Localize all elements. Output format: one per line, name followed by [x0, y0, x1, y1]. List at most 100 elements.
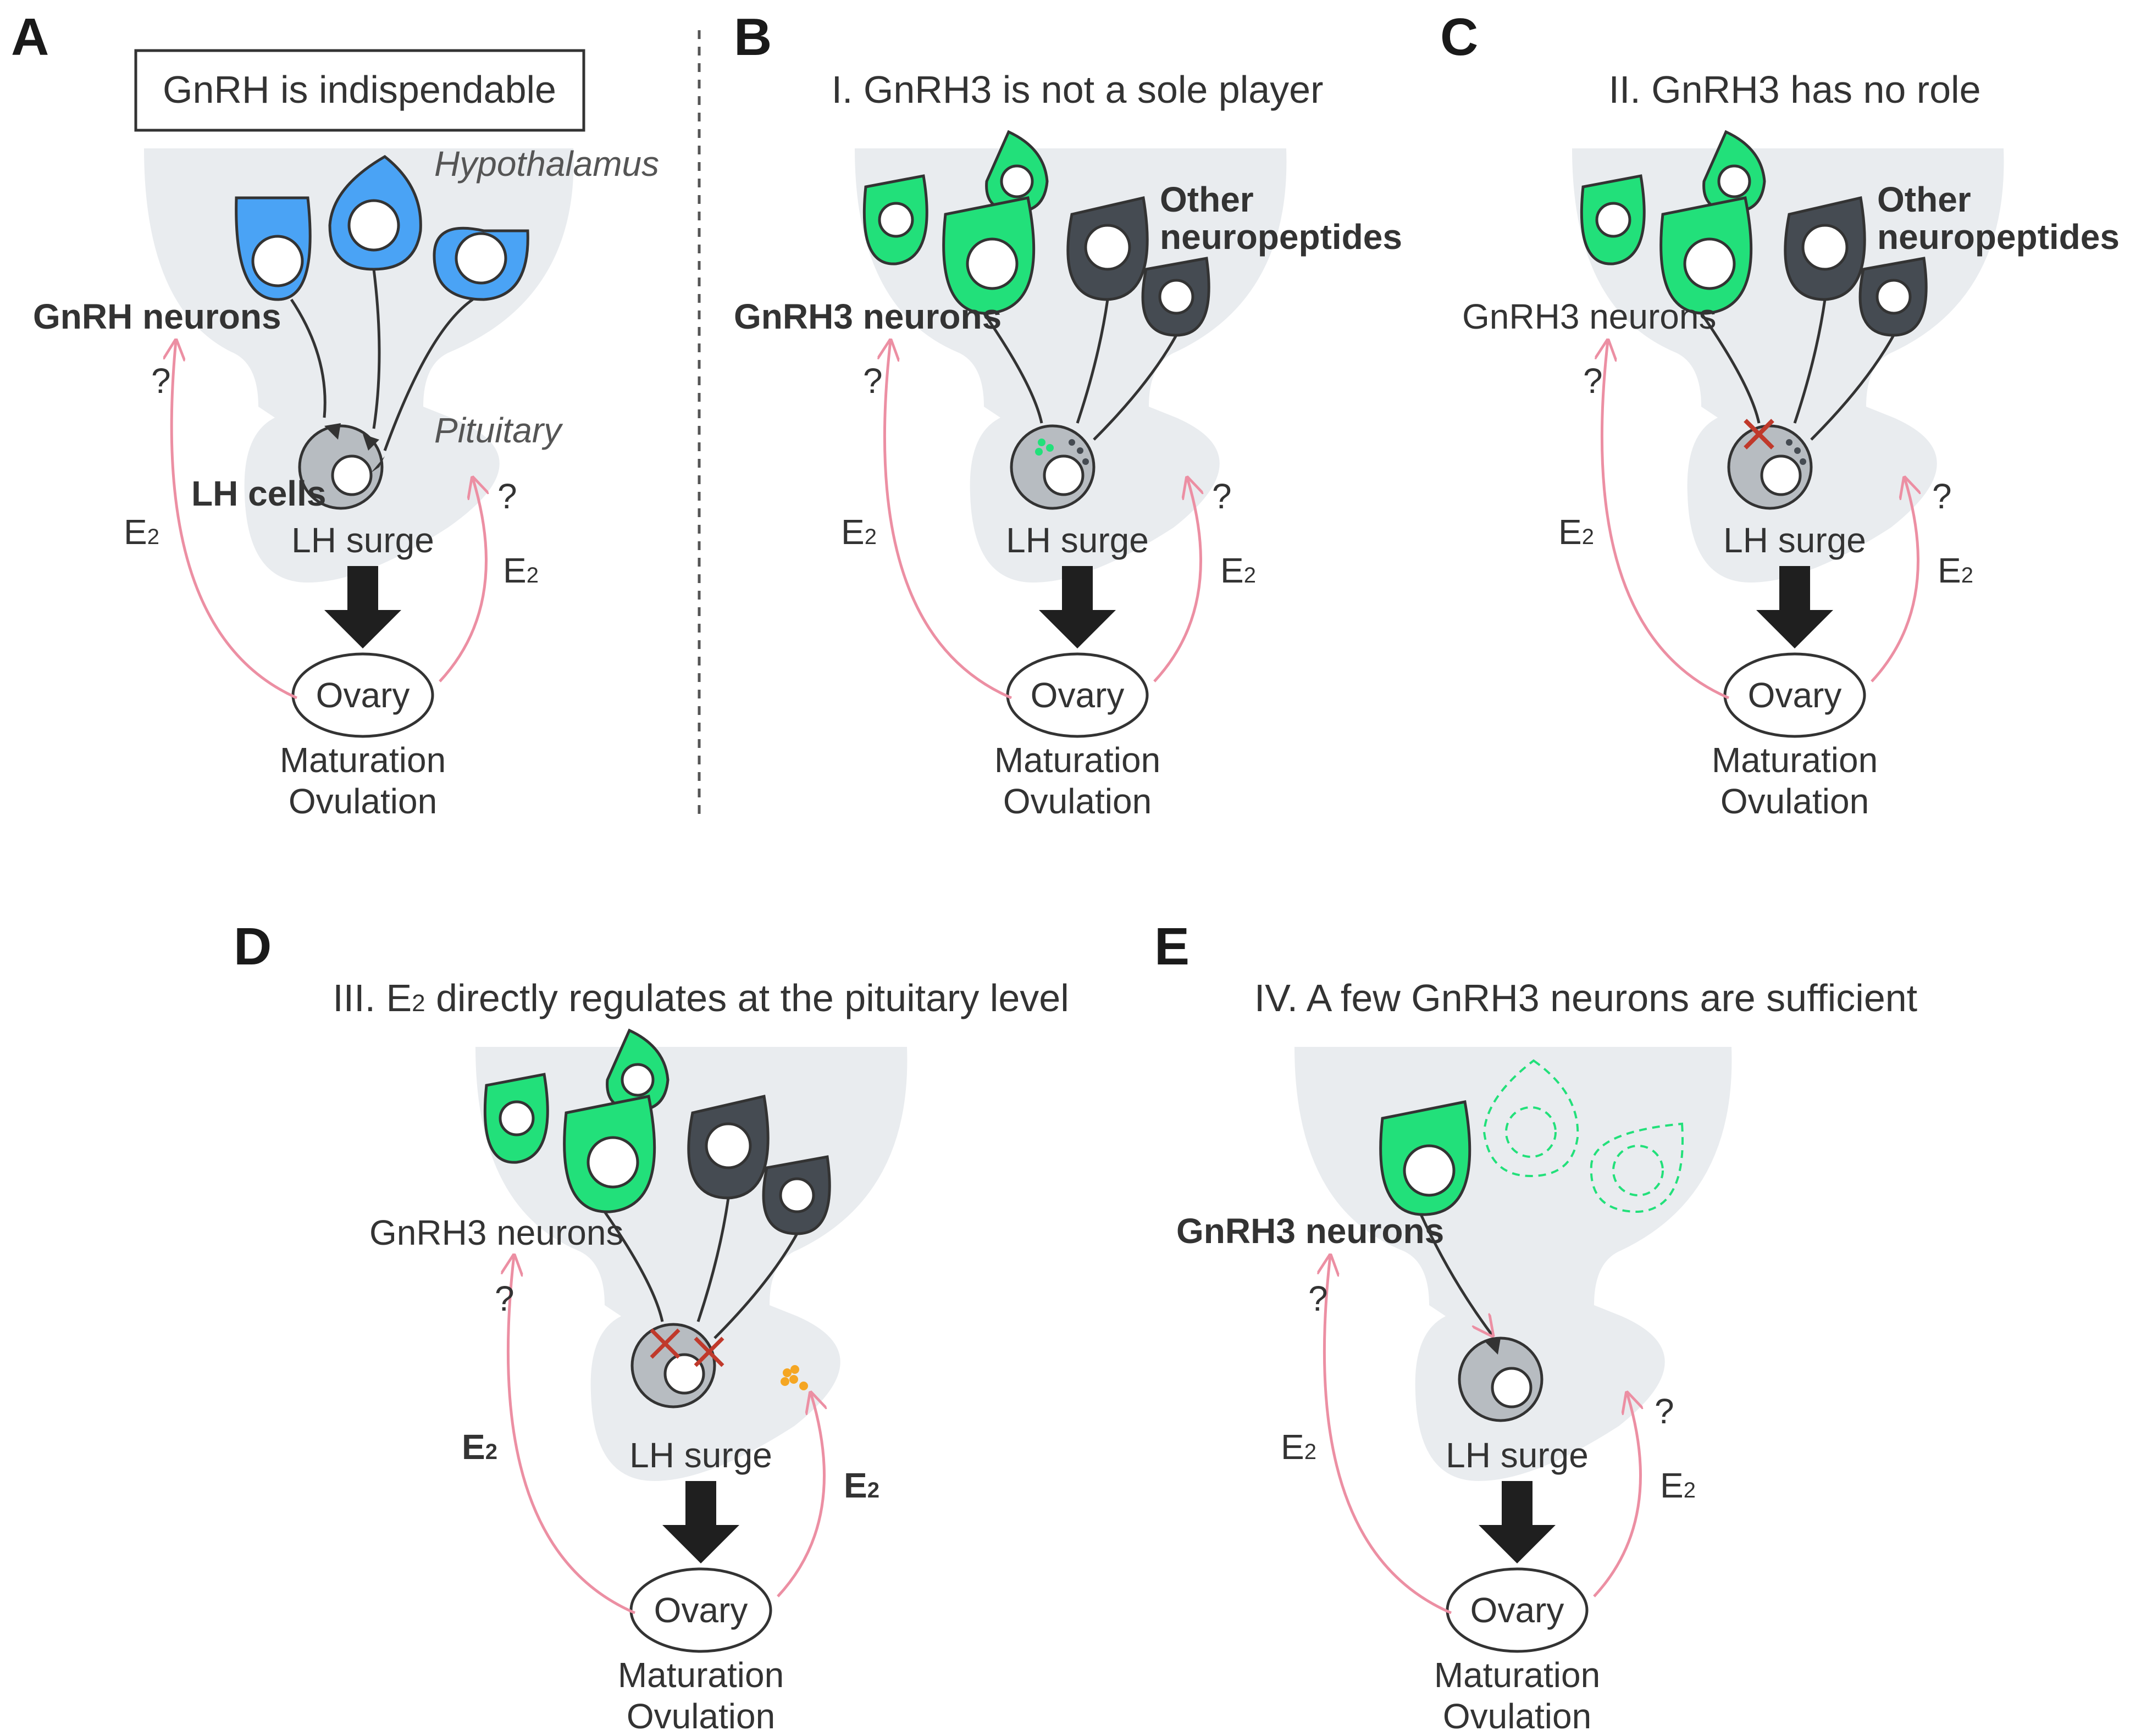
lh-cell [1458, 1336, 1543, 1422]
gnrh3-neuron [862, 174, 928, 265]
other-neuron [1141, 257, 1210, 337]
e2-label-left: E2 [1558, 512, 1594, 552]
gnrh-neuron [433, 226, 529, 301]
neurons-label: GnRH neurons [33, 297, 281, 336]
gnrh3-neuron [1580, 174, 1646, 265]
other-neuron [687, 1094, 770, 1200]
block-x-icon [650, 1328, 681, 1359]
question-mark-right: ? [1932, 476, 1952, 516]
panel-letter: A [11, 8, 49, 66]
panel-e: E IV. A few GnRH3 neurons are sufficient… [1154, 917, 1917, 1736]
feedback-arrow-right [1153, 478, 1201, 683]
e2-label-right: E2 [1938, 551, 1973, 590]
gnrh3-neuron [1379, 1100, 1471, 1216]
panel-title: II. GnRH3 has no role [1609, 68, 1981, 111]
down-arrow-icon [1039, 566, 1116, 648]
ovulation-label: Ovulation [1443, 1696, 1591, 1736]
neurons-label: GnRH3 neurons [1462, 297, 1716, 336]
question-mark-left: ? [1583, 361, 1603, 401]
panel-title: III. E2 directly regulates at the pituit… [333, 977, 1069, 1019]
gnrh3-neuron [563, 1095, 656, 1213]
other-neuron [1858, 257, 1928, 337]
maturation-label: Maturation [994, 740, 1160, 780]
neurons-label: GnRH3 neurons [734, 297, 1002, 336]
panel-title: I. GnRH3 is not a sole player [832, 68, 1324, 111]
panel-a: A GnRH is indispendable Hypothalamus Pit… [11, 8, 659, 821]
panel-letter: C [1440, 8, 1478, 66]
question-mark-left: ? [495, 1279, 514, 1318]
panel-b: B I. GnRH3 is not a sole player [734, 8, 1402, 821]
feedback-arrow-right [1871, 478, 1918, 683]
panel-letter: D [234, 917, 272, 976]
gnrh3-neuron [606, 1028, 670, 1112]
maturation-label: Maturation [280, 740, 446, 780]
lh-surge-label: LH surge [291, 520, 434, 560]
question-mark-right: ? [1655, 1391, 1674, 1431]
e2-label-right: E2 [1220, 551, 1256, 590]
gnrh3-neuron [942, 196, 1036, 315]
gnrh3-neuron [1702, 130, 1766, 213]
lh-cell [1010, 424, 1096, 510]
ovary-label: Ovary [1031, 675, 1125, 715]
ovary-label: Ovary [1470, 1590, 1564, 1630]
question-mark-left: ? [151, 361, 171, 401]
ovulation-label: Ovulation [1003, 781, 1152, 821]
gnrh-neuron [328, 154, 422, 271]
lh-surge-label: LH surge [1006, 520, 1149, 560]
maturation-label: Maturation [618, 1655, 784, 1695]
lh-cells-label: LH cells [191, 474, 326, 513]
lh-surge-label: LH surge [629, 1435, 772, 1475]
lh-cell [630, 1323, 716, 1408]
maturation-label: Maturation [1434, 1655, 1600, 1695]
question-mark-left: ? [863, 361, 883, 401]
gnrh3-neuron [1659, 196, 1753, 315]
down-arrow-icon [1756, 566, 1833, 648]
down-arrow-icon [1479, 1481, 1556, 1563]
block-x-icon [694, 1336, 724, 1367]
down-arrow-icon [324, 566, 401, 648]
pituitary-label: Pituitary [434, 411, 563, 450]
panel-letter: E [1154, 917, 1190, 976]
e2-label-left: E2 [841, 512, 877, 552]
ovulation-label: Ovulation [289, 781, 437, 821]
ovary-label: Ovary [316, 675, 410, 715]
gnrh3-neuron [985, 130, 1049, 213]
down-arrow-icon [662, 1481, 739, 1563]
other-neuron [1784, 196, 1866, 301]
question-mark-left: ? [1308, 1279, 1328, 1318]
e2-label-right: E2 [844, 1466, 879, 1505]
hypothalamus-label: Hypothalamus [434, 144, 659, 184]
panel-title: GnRH is indispendable [163, 68, 556, 111]
e2-label-left: E2 [1281, 1427, 1316, 1467]
feedback-arrow-left [884, 341, 1012, 700]
other-neuron [1066, 196, 1149, 301]
block-x-icon [1744, 419, 1774, 450]
e2-dots [781, 1365, 808, 1390]
question-mark-right: ? [1212, 476, 1232, 516]
feedback-arrow-left [1602, 341, 1729, 700]
question-mark-right: ? [497, 476, 517, 516]
feedback-arrow-left [508, 1256, 635, 1615]
e2-label-left: E2 [124, 512, 159, 552]
gnrh3-neuron [483, 1073, 549, 1164]
feedback-arrow-right [439, 478, 486, 683]
panel-c: C II. GnRH3 has no role [1440, 8, 2120, 821]
feedback-arrow-left [1324, 1256, 1452, 1615]
other-neuron [762, 1155, 831, 1235]
neurons-label: GnRH3 neurons [369, 1213, 623, 1252]
e2-label-right: E2 [503, 551, 539, 590]
title-box [134, 49, 585, 132]
ovulation-label: Ovulation [1720, 781, 1869, 821]
maturation-label: Maturation [1712, 740, 1878, 780]
ovary-label: Ovary [654, 1590, 748, 1630]
gnrh-neuron [235, 196, 312, 301]
feedback-arrow-left [171, 341, 298, 700]
e2-label-left: E2 [462, 1427, 497, 1467]
feedback-arrow-right [1593, 1393, 1641, 1598]
panel-d: D III. E2 directly regulates at the pitu… [234, 917, 1069, 1736]
ovary-label: Ovary [1748, 675, 1842, 715]
lost-neuron-outline [1482, 1059, 1684, 1213]
